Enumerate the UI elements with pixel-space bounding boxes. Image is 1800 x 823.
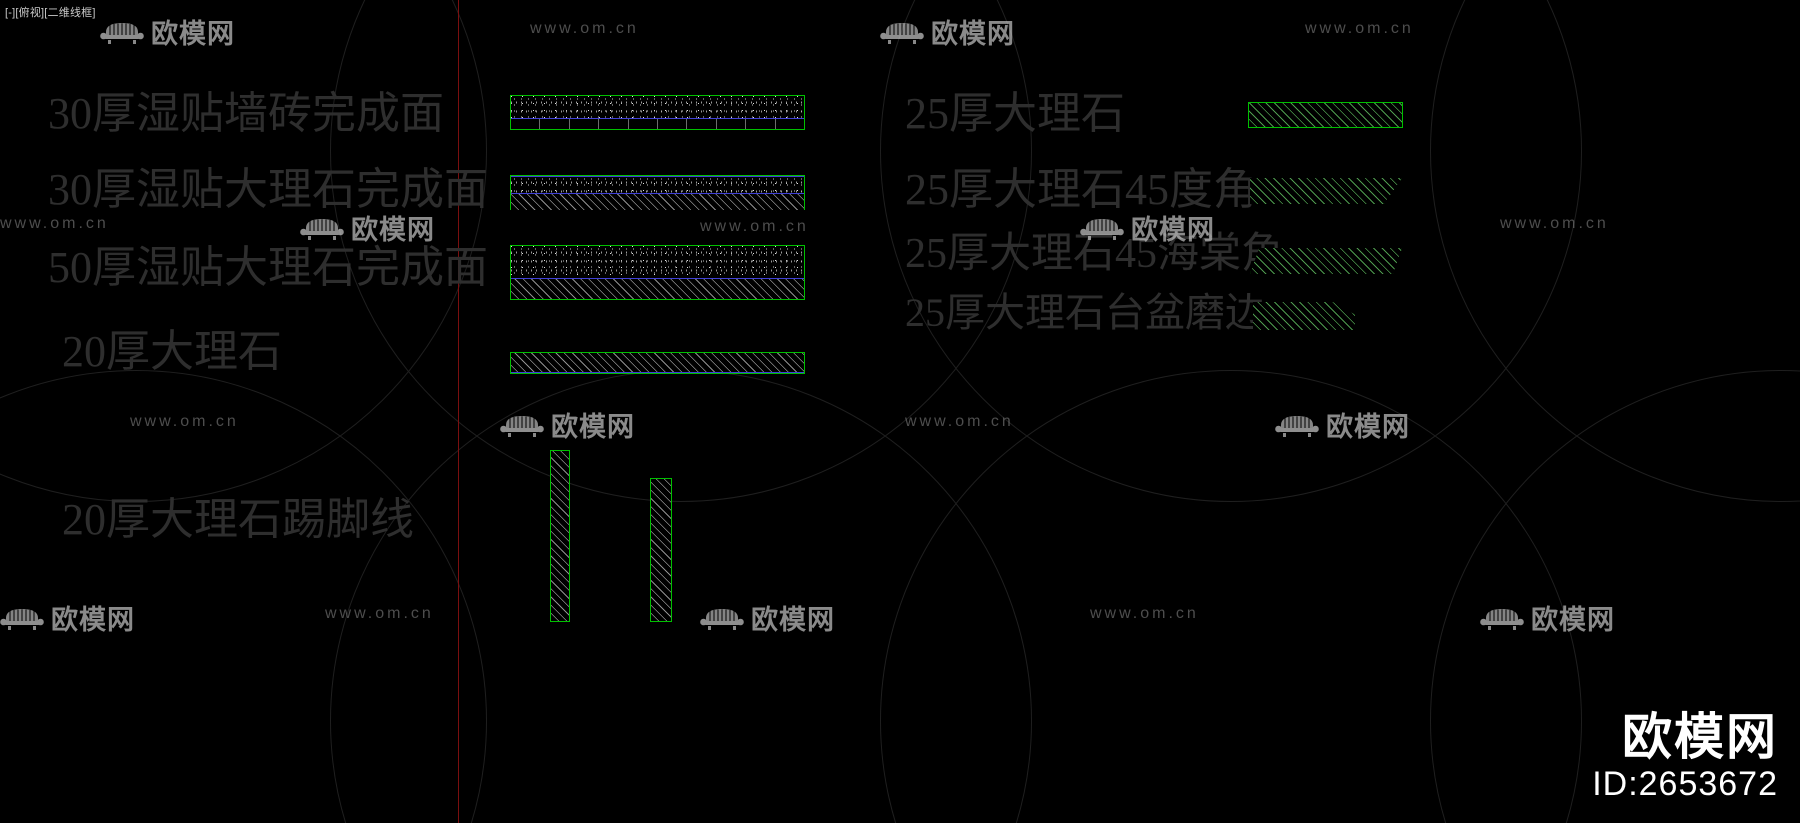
axis-line-vertical [458,0,459,823]
sofa-icon [300,218,344,240]
stone-hatch-fill [1253,302,1355,330]
stone-hatch-fill [551,451,569,621]
watermark-brand-text: 欧模网 [351,215,435,245]
watermark-brand: 欧模网 [1275,405,1410,444]
watermark-brand: 欧模网 [1080,208,1215,247]
watermark-brand-text: 欧模网 [551,412,635,442]
divider-line-blue [511,372,804,373]
tile-joint-ticks [511,119,804,129]
annotation-label-3: 50厚湿贴大理石完成面 [48,243,488,292]
annotation-label-5: 20厚大理石踢脚线 [62,495,414,544]
annotation-label-4: 20厚大理石 [62,327,282,376]
watermark-brand: 欧模网 [700,598,835,637]
sofa-icon [1080,218,1124,240]
watermark-brand: 欧模网 [500,405,635,444]
sofa-icon [0,608,44,630]
watermark-brand: 欧模网 [1480,598,1615,637]
watermark-brand-text: 欧模网 [151,19,235,49]
watermark-brand-text: 欧模网 [751,605,835,635]
sofa-icon [880,22,924,44]
construction-circle [880,370,1582,823]
section-marble-25-begonia[interactable] [1250,248,1402,274]
construction-circle [1430,0,1800,502]
watermark-brand: 欧模网 [300,208,435,247]
sofa-icon [100,22,144,44]
watermark-brand: 欧模网 [880,12,1015,51]
section-skirting-a[interactable] [550,450,570,622]
divider-line-blue [511,278,804,279]
stone-hatch-fill [511,353,804,373]
construction-circle [0,370,487,823]
watermark-url: www.om.cn [1305,20,1414,37]
mortar-speckle-fill [511,246,804,278]
annotation-label-7: 25厚大理石45度角 [905,165,1257,214]
annotation-label-8: 25厚大理石45海棠角 [905,231,1284,277]
sofa-icon [500,415,544,437]
watermark-brand-text: 欧模网 [51,605,135,635]
stone-hatch-fill [511,279,804,299]
stone-hatch-fill [1250,178,1402,204]
stone-hatch-fill [651,479,671,621]
sofa-icon [700,608,744,630]
section-marble-wet-50[interactable] [510,245,805,300]
section-marble-25-45deg[interactable] [1250,178,1402,204]
mortar-speckle-fill [511,176,804,193]
watermark-brand-text: 欧模网 [1531,605,1615,635]
badge-brand: 欧模网 [1622,709,1778,766]
watermark-url: www.om.cn [905,413,1014,430]
watermark-brand: 欧模网 [0,598,135,637]
watermark-brand-text: 欧模网 [931,19,1015,49]
stone-hatch-fill [1250,248,1402,274]
watermark-url: www.om.cn [1090,605,1199,622]
watermark-url: www.om.cn [1500,215,1609,232]
annotation-label-2: 30厚湿贴大理石完成面 [48,165,488,214]
watermark-brand: 欧模网 [100,12,235,51]
stone-hatch-fill [1249,103,1402,127]
section-marble-25-basin[interactable] [1253,302,1355,330]
watermark-brand-text: 欧模网 [1326,412,1410,442]
divider-line-blue [511,176,804,177]
watermark-url: www.om.cn [700,218,809,235]
watermark-url: www.om.cn [530,20,639,37]
annotation-label-9: 25厚大理石台盆磨边 [905,290,1265,335]
stone-hatch-fill [511,194,804,210]
annotation-label-1: 30厚湿贴墙砖完成面 [48,89,444,138]
section-tile-wet-30[interactable] [510,95,805,130]
annotation-label-6: 25厚大理石 [905,89,1125,138]
watermark-url: www.om.cn [325,605,434,622]
sofa-icon [1275,415,1319,437]
construction-circle [330,370,1032,823]
watermark-brand-text: 欧模网 [1131,215,1215,245]
section-skirting-b[interactable] [650,478,672,622]
viewport-label[interactable]: [-][俯视][二维线框] [5,7,96,19]
watermark-url: www.om.cn [130,413,239,430]
mortar-speckle-fill [511,96,804,118]
sofa-icon [1480,608,1524,630]
badge-id: ID:2653672 [1592,765,1778,804]
section-marble-wet-30[interactable] [510,175,805,210]
section-marble-25-flat[interactable] [1248,102,1403,128]
divider-line-blue [511,118,804,119]
divider-line-blue [511,193,804,194]
section-marble-20[interactable] [510,352,805,374]
id-badge: 欧模网 ID:2653672 [1592,711,1778,805]
watermark-url: www.om.cn [0,215,109,232]
